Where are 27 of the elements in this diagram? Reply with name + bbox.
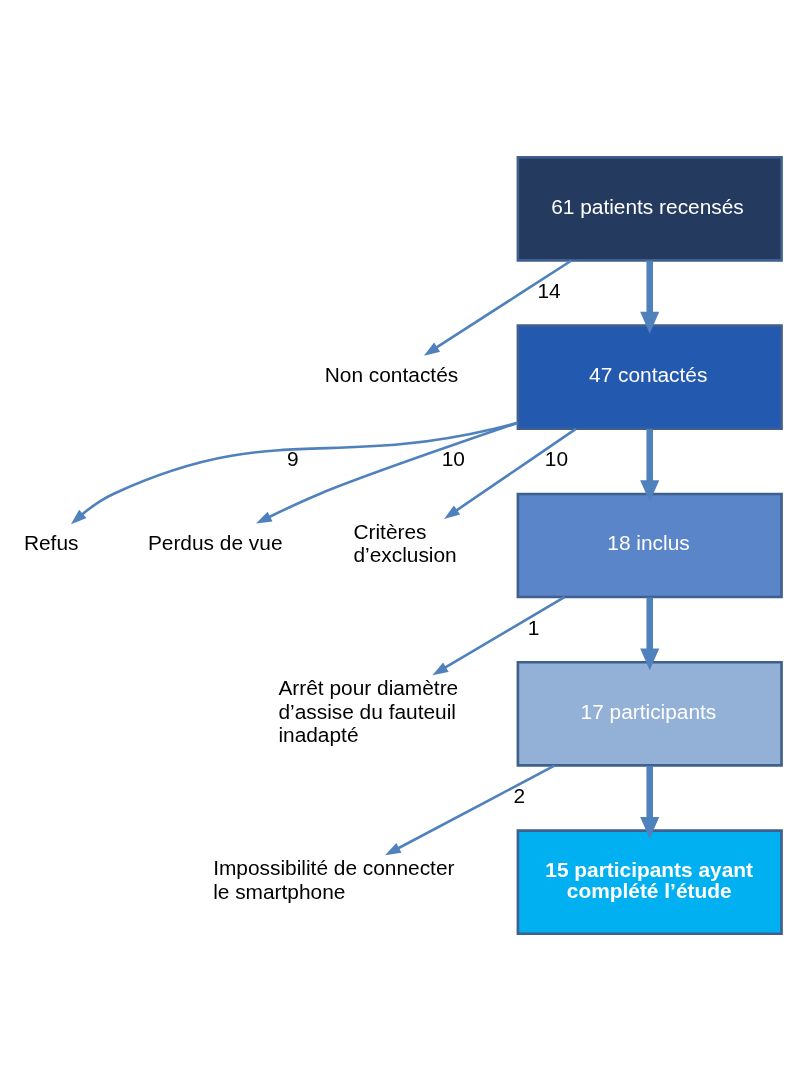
arrow xyxy=(385,764,556,856)
node-box: 15 participants ayant complété l’étude xyxy=(516,829,783,936)
node-text: Critères d’exclusion xyxy=(353,519,457,567)
arrow xyxy=(423,259,573,356)
edge-label: 10 xyxy=(544,447,569,471)
node-box: 17 participants xyxy=(516,661,783,767)
arrow xyxy=(432,596,566,676)
node-text: Non contactés xyxy=(324,363,459,387)
edge-label: 9 xyxy=(286,447,299,471)
edge-label: 14 xyxy=(537,278,561,302)
arrow xyxy=(640,260,660,334)
arrow xyxy=(444,427,577,519)
arrow xyxy=(640,597,660,671)
arrow xyxy=(640,765,660,839)
node-text: Arrêt pour diamètre d’assise du fauteuil inadapté xyxy=(278,676,459,747)
node-text: Refus xyxy=(23,531,79,555)
node-text: Perdus de vue xyxy=(147,531,283,555)
arrow xyxy=(70,421,518,525)
node-text: Impossibilité de connecter le smartphone xyxy=(213,856,455,903)
node-box: 47 contactés xyxy=(516,324,783,430)
arrow xyxy=(640,429,660,502)
arrow xyxy=(256,421,518,524)
edge-label: 2 xyxy=(513,784,526,807)
edge-label: 1 xyxy=(527,615,540,639)
node-box: 61 patients recensés xyxy=(516,155,783,262)
edge-label: 10 xyxy=(441,447,465,471)
node-box: 18 inclus xyxy=(516,492,783,599)
